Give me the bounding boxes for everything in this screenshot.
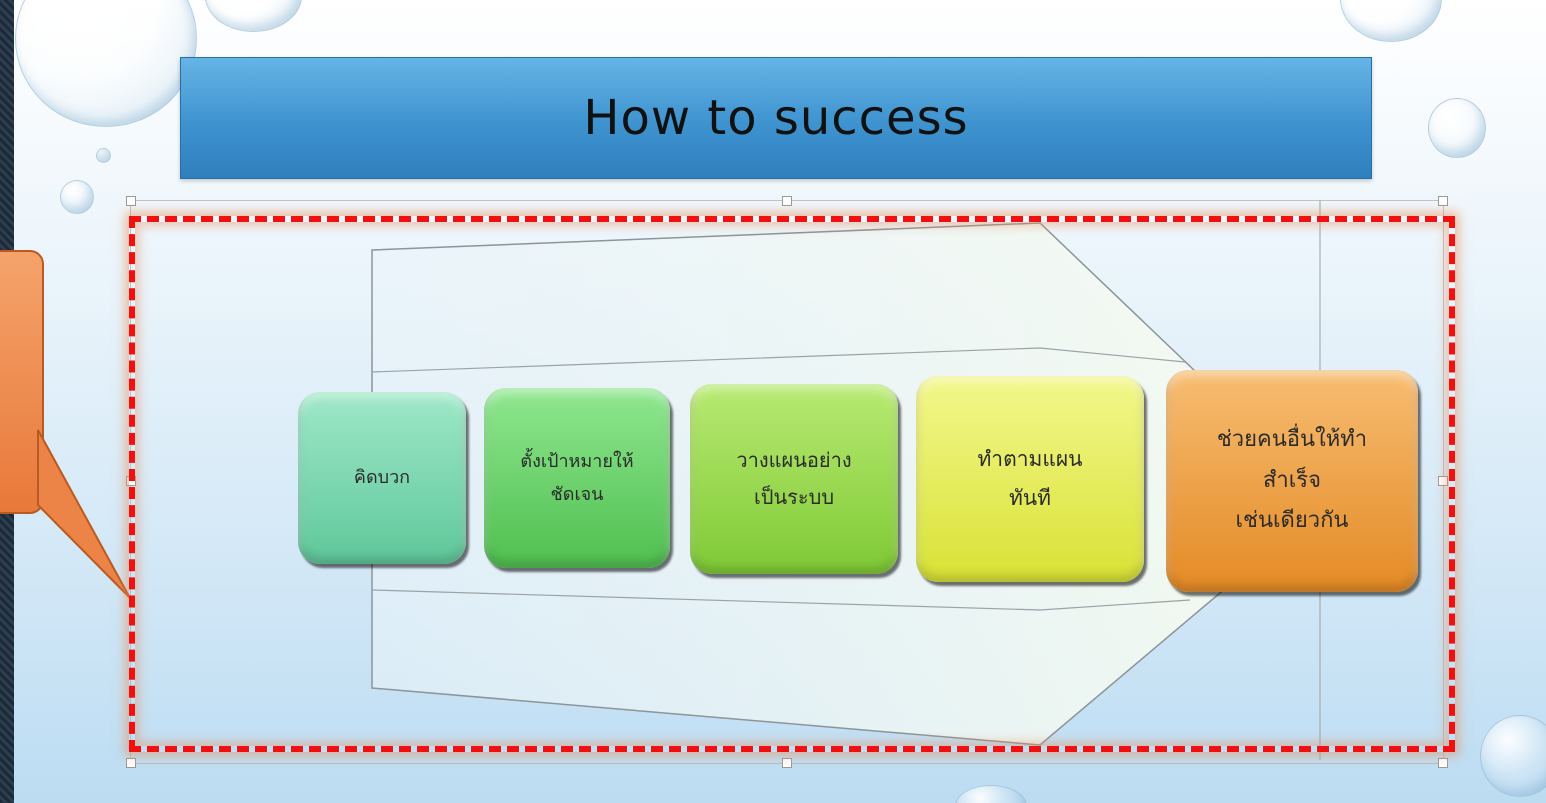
slide-title: How to success — [583, 90, 969, 146]
callout-box — [0, 250, 44, 514]
step-box-5[interactable]: ช่วยคนอื่นให้ทำ สำเร็จ เช่นเดียวกัน — [1166, 370, 1418, 592]
step-label: ทำตามแผน ทันที — [977, 447, 1083, 510]
step-label: ช่วยคนอื่นให้ทำ สำเร็จ เช่นเดียวกัน — [1216, 426, 1368, 534]
resize-handle[interactable] — [1438, 476, 1448, 486]
resize-handle[interactable] — [1438, 196, 1448, 206]
arrow-inner-band — [371, 347, 1186, 373]
resize-handle[interactable] — [782, 196, 792, 206]
step-box-4[interactable]: ทำตามแผน ทันที — [916, 376, 1144, 582]
title-banner: How to success — [180, 57, 1372, 179]
resize-handle[interactable] — [1438, 758, 1448, 768]
step-box-1[interactable]: คิดบวก — [298, 392, 466, 564]
water-drop — [1428, 98, 1486, 158]
resize-handle[interactable] — [782, 758, 792, 768]
highlight-dashed-border — [129, 216, 1455, 752]
water-drop — [96, 148, 111, 163]
step-label: ตั้งเป้าหมายให้ ชัดเจน — [520, 450, 634, 505]
arrow-inner-band — [371, 589, 1191, 611]
water-drop — [60, 180, 94, 214]
step-label: วางแผนอย่าง เป็นระบบ — [736, 448, 852, 509]
resize-handle[interactable] — [126, 758, 136, 768]
step-box-2[interactable]: ตั้งเป้าหมายให้ ชัดเจน — [484, 388, 670, 568]
resize-handle[interactable] — [126, 196, 136, 206]
step-label: คิดบวก — [353, 467, 411, 489]
step-box-3[interactable]: วางแผนอย่าง เป็นระบบ — [690, 384, 898, 574]
water-drop — [1480, 715, 1546, 797]
